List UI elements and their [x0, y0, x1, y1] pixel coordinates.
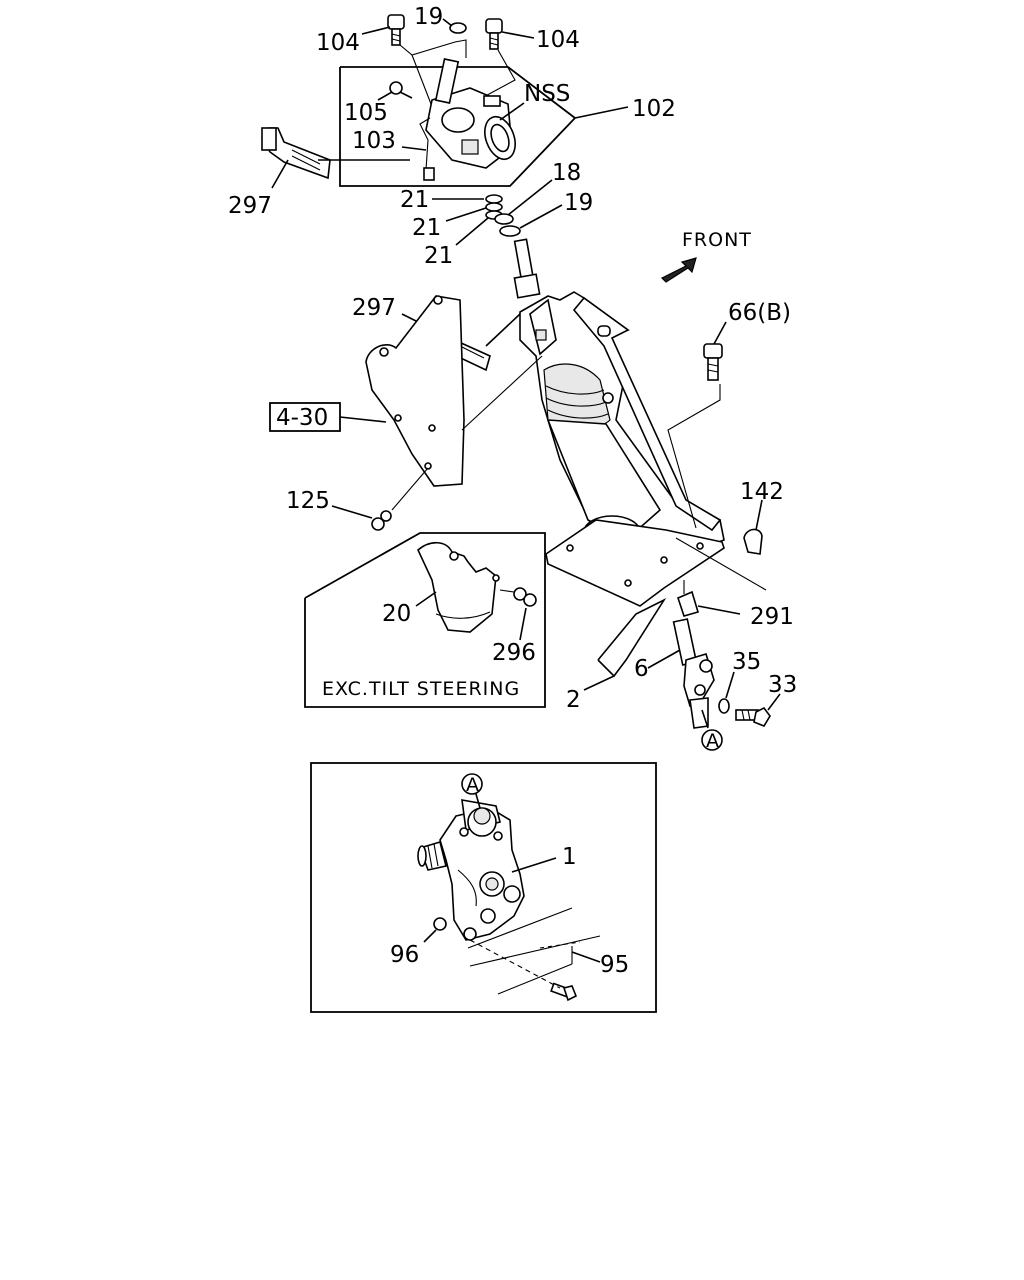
label-21-a: 21 — [400, 187, 429, 213]
clip-125 — [371, 510, 392, 531]
label-35: 35 — [732, 649, 761, 675]
leader-19-top — [442, 18, 453, 27]
steering-column — [513, 238, 725, 607]
label-ref-a-gear: A — [466, 774, 480, 796]
leader-125 — [331, 505, 373, 519]
label-ref-a-bottom: A — [706, 730, 720, 752]
leader-102 — [574, 106, 629, 119]
label-105: 105 — [344, 100, 388, 126]
ring-19-mid — [499, 225, 521, 237]
label-102: 102 — [632, 96, 676, 122]
bolt-66b — [703, 343, 723, 381]
label-103: 103 — [352, 128, 396, 154]
label-nss: NSS — [524, 81, 570, 107]
cover-to-column — [461, 355, 543, 431]
leader-20 — [415, 591, 437, 607]
leader-18 — [507, 179, 553, 216]
142-to-plate — [675, 537, 767, 591]
leader-104-left — [361, 26, 391, 35]
bolt-guide-left — [399, 39, 467, 58]
switch-body — [419, 58, 516, 181]
bolt-33 — [735, 706, 771, 727]
clip-to-cover — [391, 467, 429, 511]
bolt-104-left — [387, 14, 405, 46]
label-20: 20 — [382, 601, 411, 627]
label-297-mid: 297 — [352, 295, 396, 321]
leader-21-c — [455, 217, 489, 246]
leader-1 — [511, 857, 557, 873]
ref-a-circle-gear — [461, 773, 483, 795]
nut-96 — [433, 917, 447, 931]
leader-66b — [713, 321, 727, 345]
screw-142 — [743, 528, 763, 555]
intermediate-shaft-6 — [672, 618, 715, 729]
label-291: 291 — [750, 604, 794, 630]
label-19-mid: 19 — [564, 190, 593, 216]
label-21-c: 21 — [424, 243, 453, 269]
leader-103 — [401, 146, 427, 151]
leader-96 — [423, 929, 437, 943]
ref-a-leader-gear — [475, 793, 481, 809]
leader-142 — [755, 499, 763, 531]
leader-33 — [767, 693, 781, 711]
bolt-104-right — [485, 18, 503, 50]
housing-frame — [339, 66, 577, 187]
leader-297-top — [271, 159, 289, 189]
leader-19-mid — [519, 204, 563, 229]
label-104-right: 104 — [536, 27, 580, 53]
washer-stack — [485, 194, 521, 237]
lower-cover-4-30 — [365, 295, 465, 487]
bracket-2 — [597, 597, 667, 678]
label-exc-tilt: EXC.TILT STEERING — [322, 678, 520, 700]
ring-19-top — [449, 22, 467, 34]
label-142: 142 — [740, 479, 784, 505]
washer-35 — [718, 698, 730, 714]
label-33: 33 — [768, 672, 797, 698]
leader-nss — [499, 102, 525, 121]
leader-35 — [725, 671, 735, 699]
leader-297-mid-to-col — [485, 313, 521, 347]
leader-105 — [377, 91, 393, 101]
label-297-top: 297 — [228, 193, 272, 219]
ref-a-circle-bottom — [701, 729, 723, 751]
label-104-left: 104 — [316, 30, 360, 56]
front-arrow — [660, 257, 697, 283]
leader-291 — [697, 605, 741, 615]
bolt-95 — [550, 982, 578, 1002]
label-4-30: 4-30 — [276, 405, 328, 431]
leader-4-30 — [339, 416, 387, 423]
label-1: 1 — [562, 844, 577, 870]
leader-95 — [571, 951, 601, 963]
ref-a-leader-bottom — [701, 709, 709, 729]
label-6: 6 — [634, 656, 649, 682]
label-18: 18 — [552, 160, 581, 186]
leader-296 — [519, 607, 527, 641]
leader-2 — [583, 675, 615, 691]
label-125: 125 — [286, 488, 330, 514]
label-296: 296 — [492, 640, 536, 666]
screw-105 — [389, 81, 413, 99]
switch-housing-group — [261, 14, 629, 189]
ring-18 — [494, 213, 514, 225]
leader-21-b — [445, 207, 487, 222]
label-96: 96 — [390, 942, 419, 968]
cable-tie-297-top — [261, 127, 331, 180]
bolt-66b-guide — [667, 384, 721, 529]
label-19-top: 19 — [414, 4, 443, 30]
label-95: 95 — [600, 952, 629, 978]
label-front: FRONT — [682, 229, 752, 251]
clip-291 — [677, 590, 699, 617]
label-21-b: 21 — [412, 215, 441, 241]
label-66b: 66(B) — [728, 300, 791, 326]
label-2: 2 — [566, 687, 581, 713]
leader-104-right — [501, 31, 535, 39]
leader-6 — [647, 649, 681, 669]
steering-gear-inset — [310, 762, 657, 1013]
bolt-guide-right — [477, 49, 516, 101]
exc-tilt-inset — [304, 532, 546, 708]
